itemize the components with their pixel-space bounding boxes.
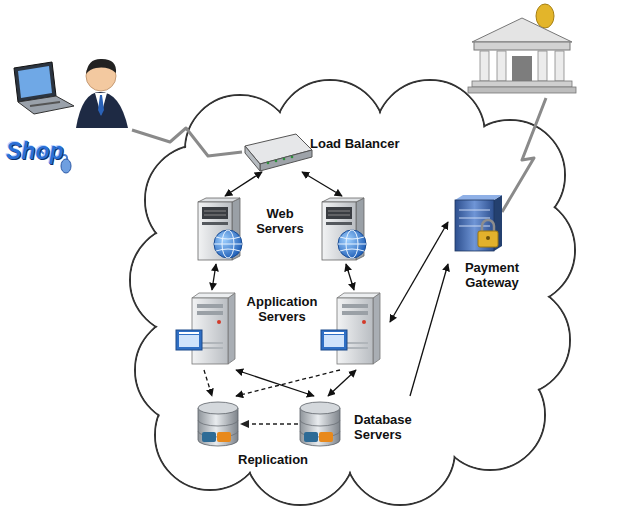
wireless-link: [132, 128, 242, 156]
web-server-group: Web Servers: [190, 196, 370, 264]
application-server-icon: [321, 293, 380, 364]
connector-arrow: [236, 370, 314, 396]
payment-gateway-icon: [455, 195, 502, 251]
connector-arrow: [212, 264, 216, 290]
load-balancer: Load Balancer: [242, 132, 414, 172]
connector-arrow: [346, 264, 354, 290]
connector-arrow: [410, 264, 448, 396]
database-server-icon: [300, 402, 340, 446]
bank-building: [468, 4, 576, 93]
application-server-group: Application Servers: [172, 290, 390, 370]
node-label: Application Servers: [234, 294, 330, 324]
node-label: Load Balancer: [310, 136, 400, 151]
logo-text: Shop: [6, 138, 64, 164]
connector-arrow: [328, 370, 356, 396]
node-label: Database Servers: [354, 412, 430, 442]
web-server-icon: [198, 198, 242, 260]
connector-arrow: [390, 222, 448, 322]
connector-arrow: [236, 370, 340, 396]
load-balancer-device: [245, 134, 312, 171]
node-label: Payment Gateway: [448, 260, 536, 290]
database-server-group: Database Servers: [188, 396, 434, 452]
connector-arrow: [302, 172, 342, 196]
payment-gateway: Payment Gateway: [448, 190, 540, 298]
client-shop: Shop: [4, 112, 132, 170]
connector-arrow: [204, 370, 212, 396]
replication-label: Replication: [238, 452, 308, 467]
web-server-icon: [322, 198, 366, 260]
application-server-icon: [176, 293, 235, 364]
database-server-icon: [198, 402, 238, 446]
node-label: Web Servers: [248, 206, 312, 236]
connector-arrow: [225, 172, 262, 196]
